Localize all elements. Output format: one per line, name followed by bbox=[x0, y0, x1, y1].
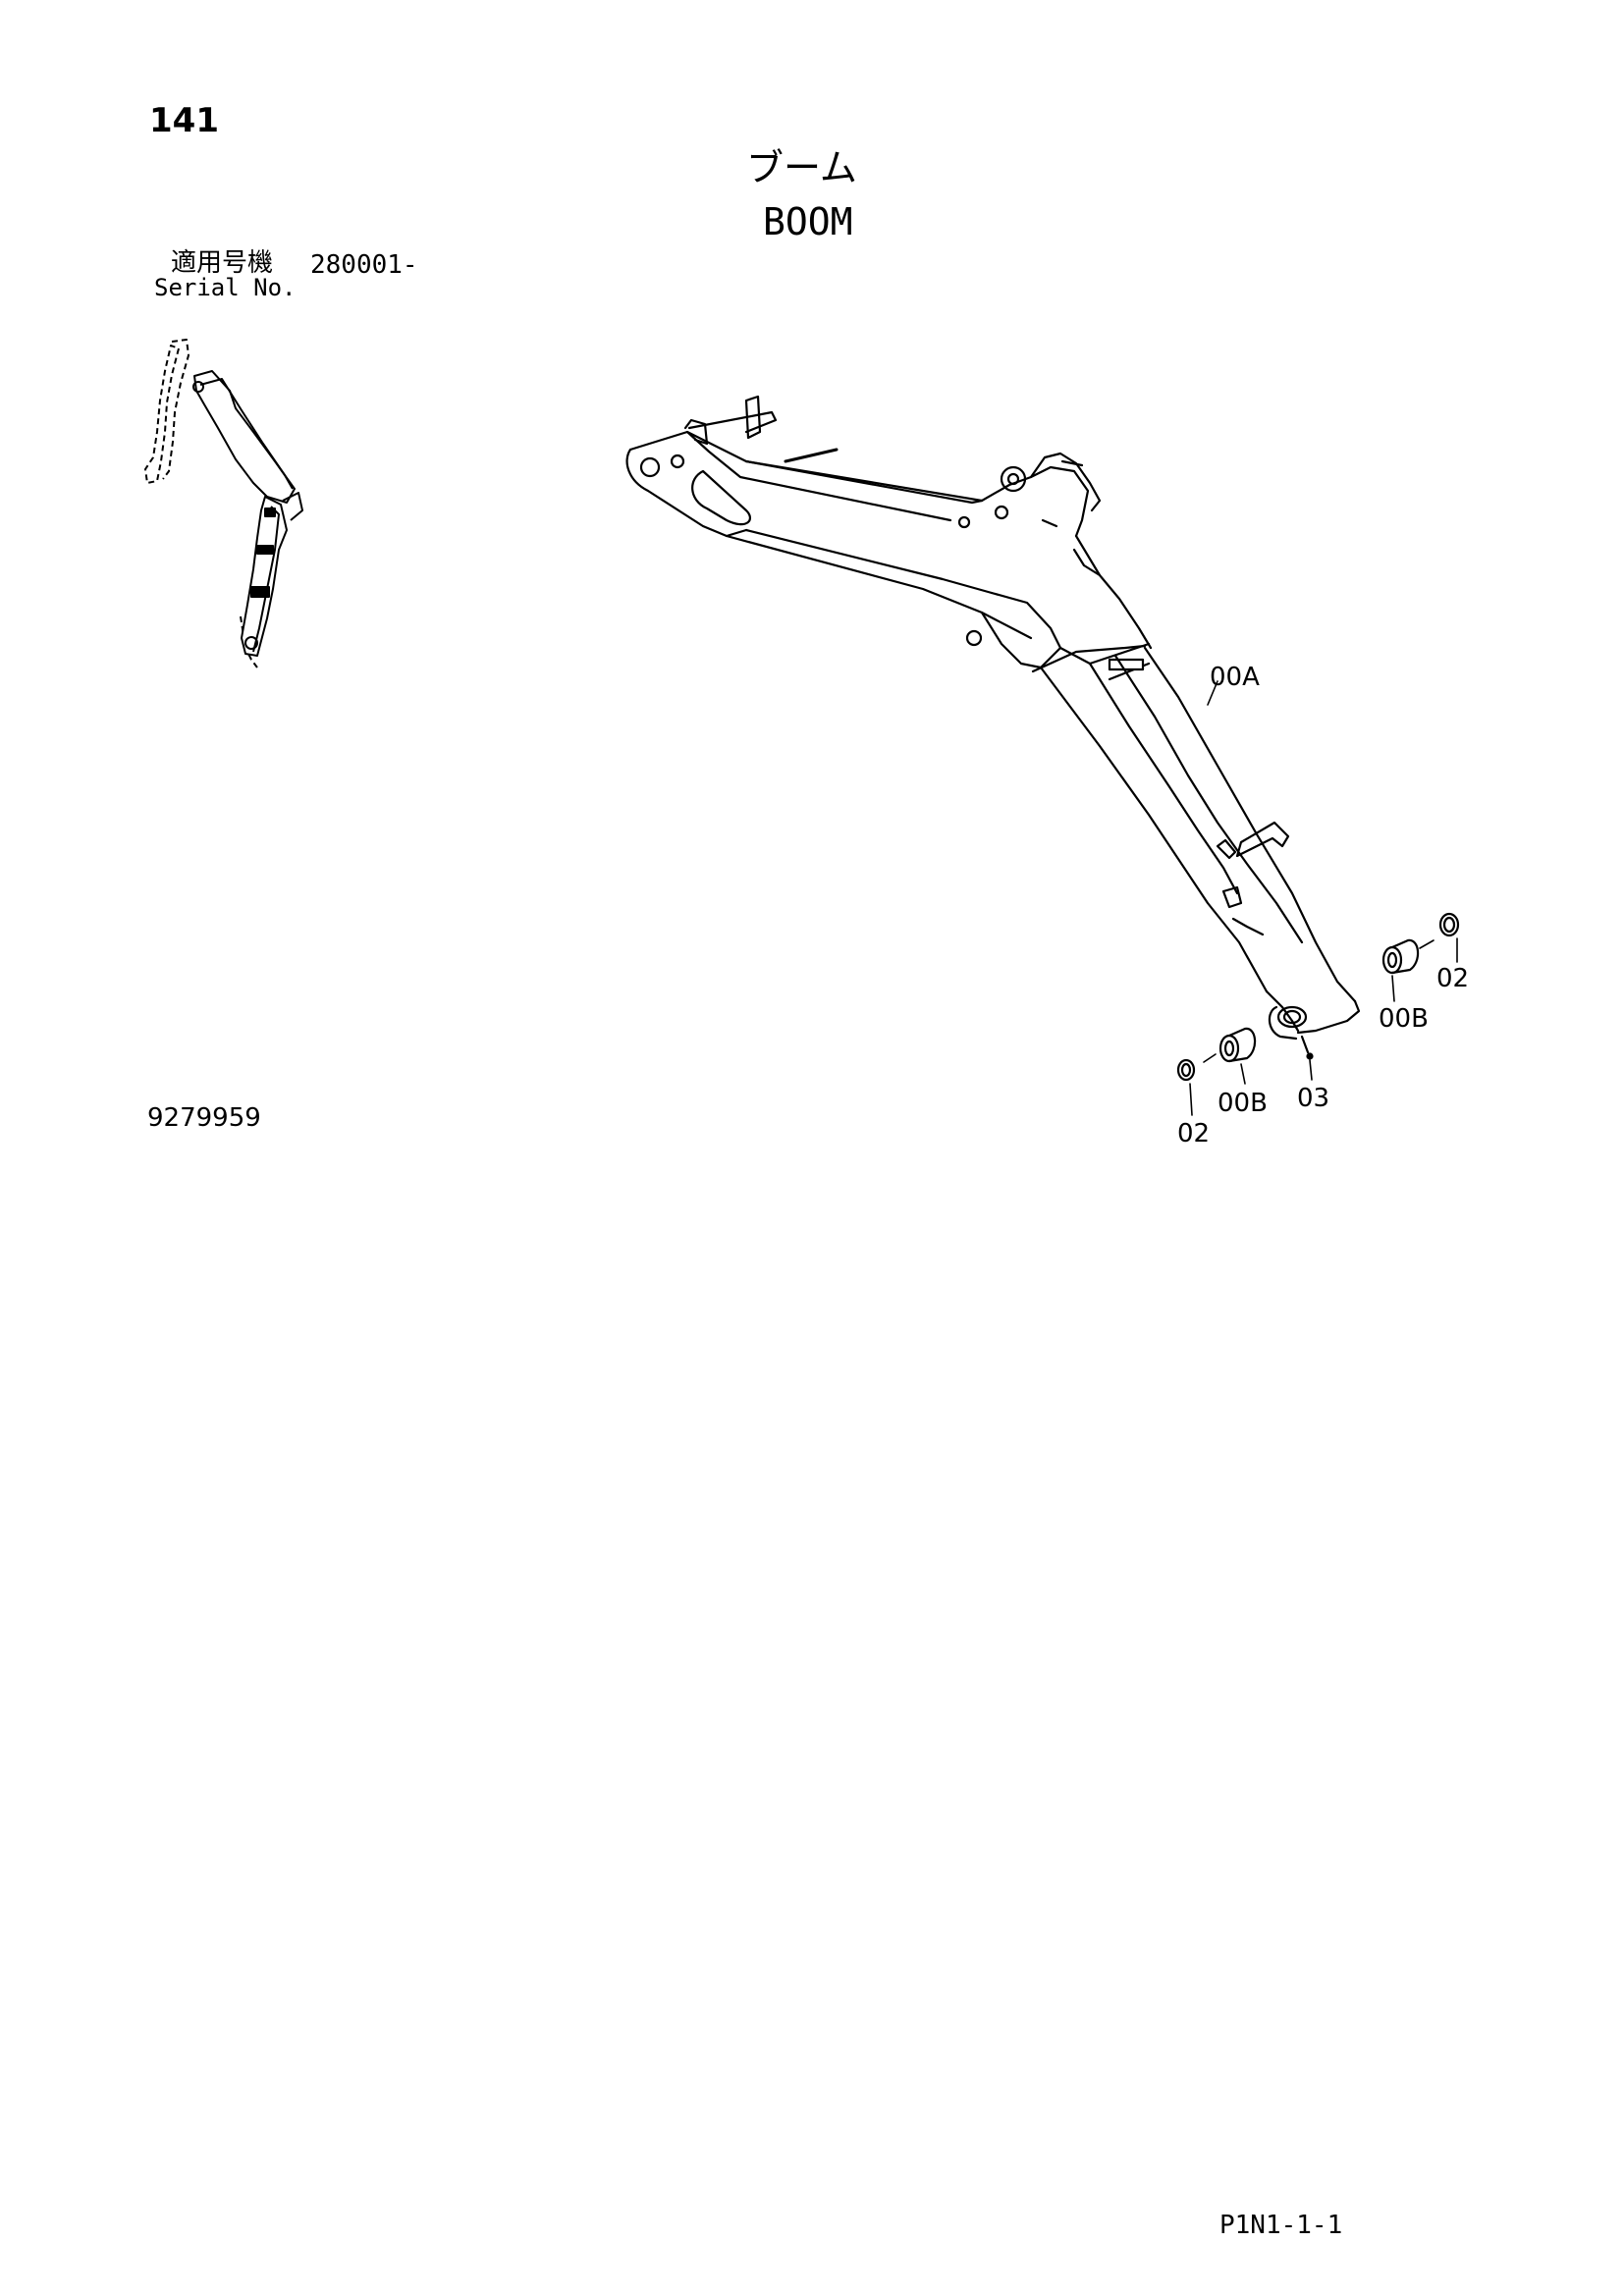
callout-seal-left: 02 bbox=[1177, 1119, 1211, 1148]
callout-bushing-left: 00B bbox=[1218, 1089, 1268, 1118]
callout-grease-fitting: 03 bbox=[1297, 1084, 1330, 1113]
page-title-japanese: ブーム bbox=[746, 146, 857, 189]
page-title-english: BOOM bbox=[763, 200, 853, 243]
page-number: 141 bbox=[149, 101, 219, 140]
serial-number-value: 280001- bbox=[310, 250, 418, 280]
serial-label-japanese: 適用号機 bbox=[171, 248, 274, 278]
drawing-number: 9279959 bbox=[147, 1103, 261, 1133]
callout-seal-right: 02 bbox=[1436, 964, 1470, 993]
callout-bushing-right: 00B bbox=[1379, 1004, 1429, 1034]
callout-boom-assy: 00A bbox=[1210, 663, 1260, 692]
page-code: P1N1-1-1 bbox=[1219, 2211, 1343, 2240]
serial-label-english: Serial No. bbox=[154, 274, 297, 301]
